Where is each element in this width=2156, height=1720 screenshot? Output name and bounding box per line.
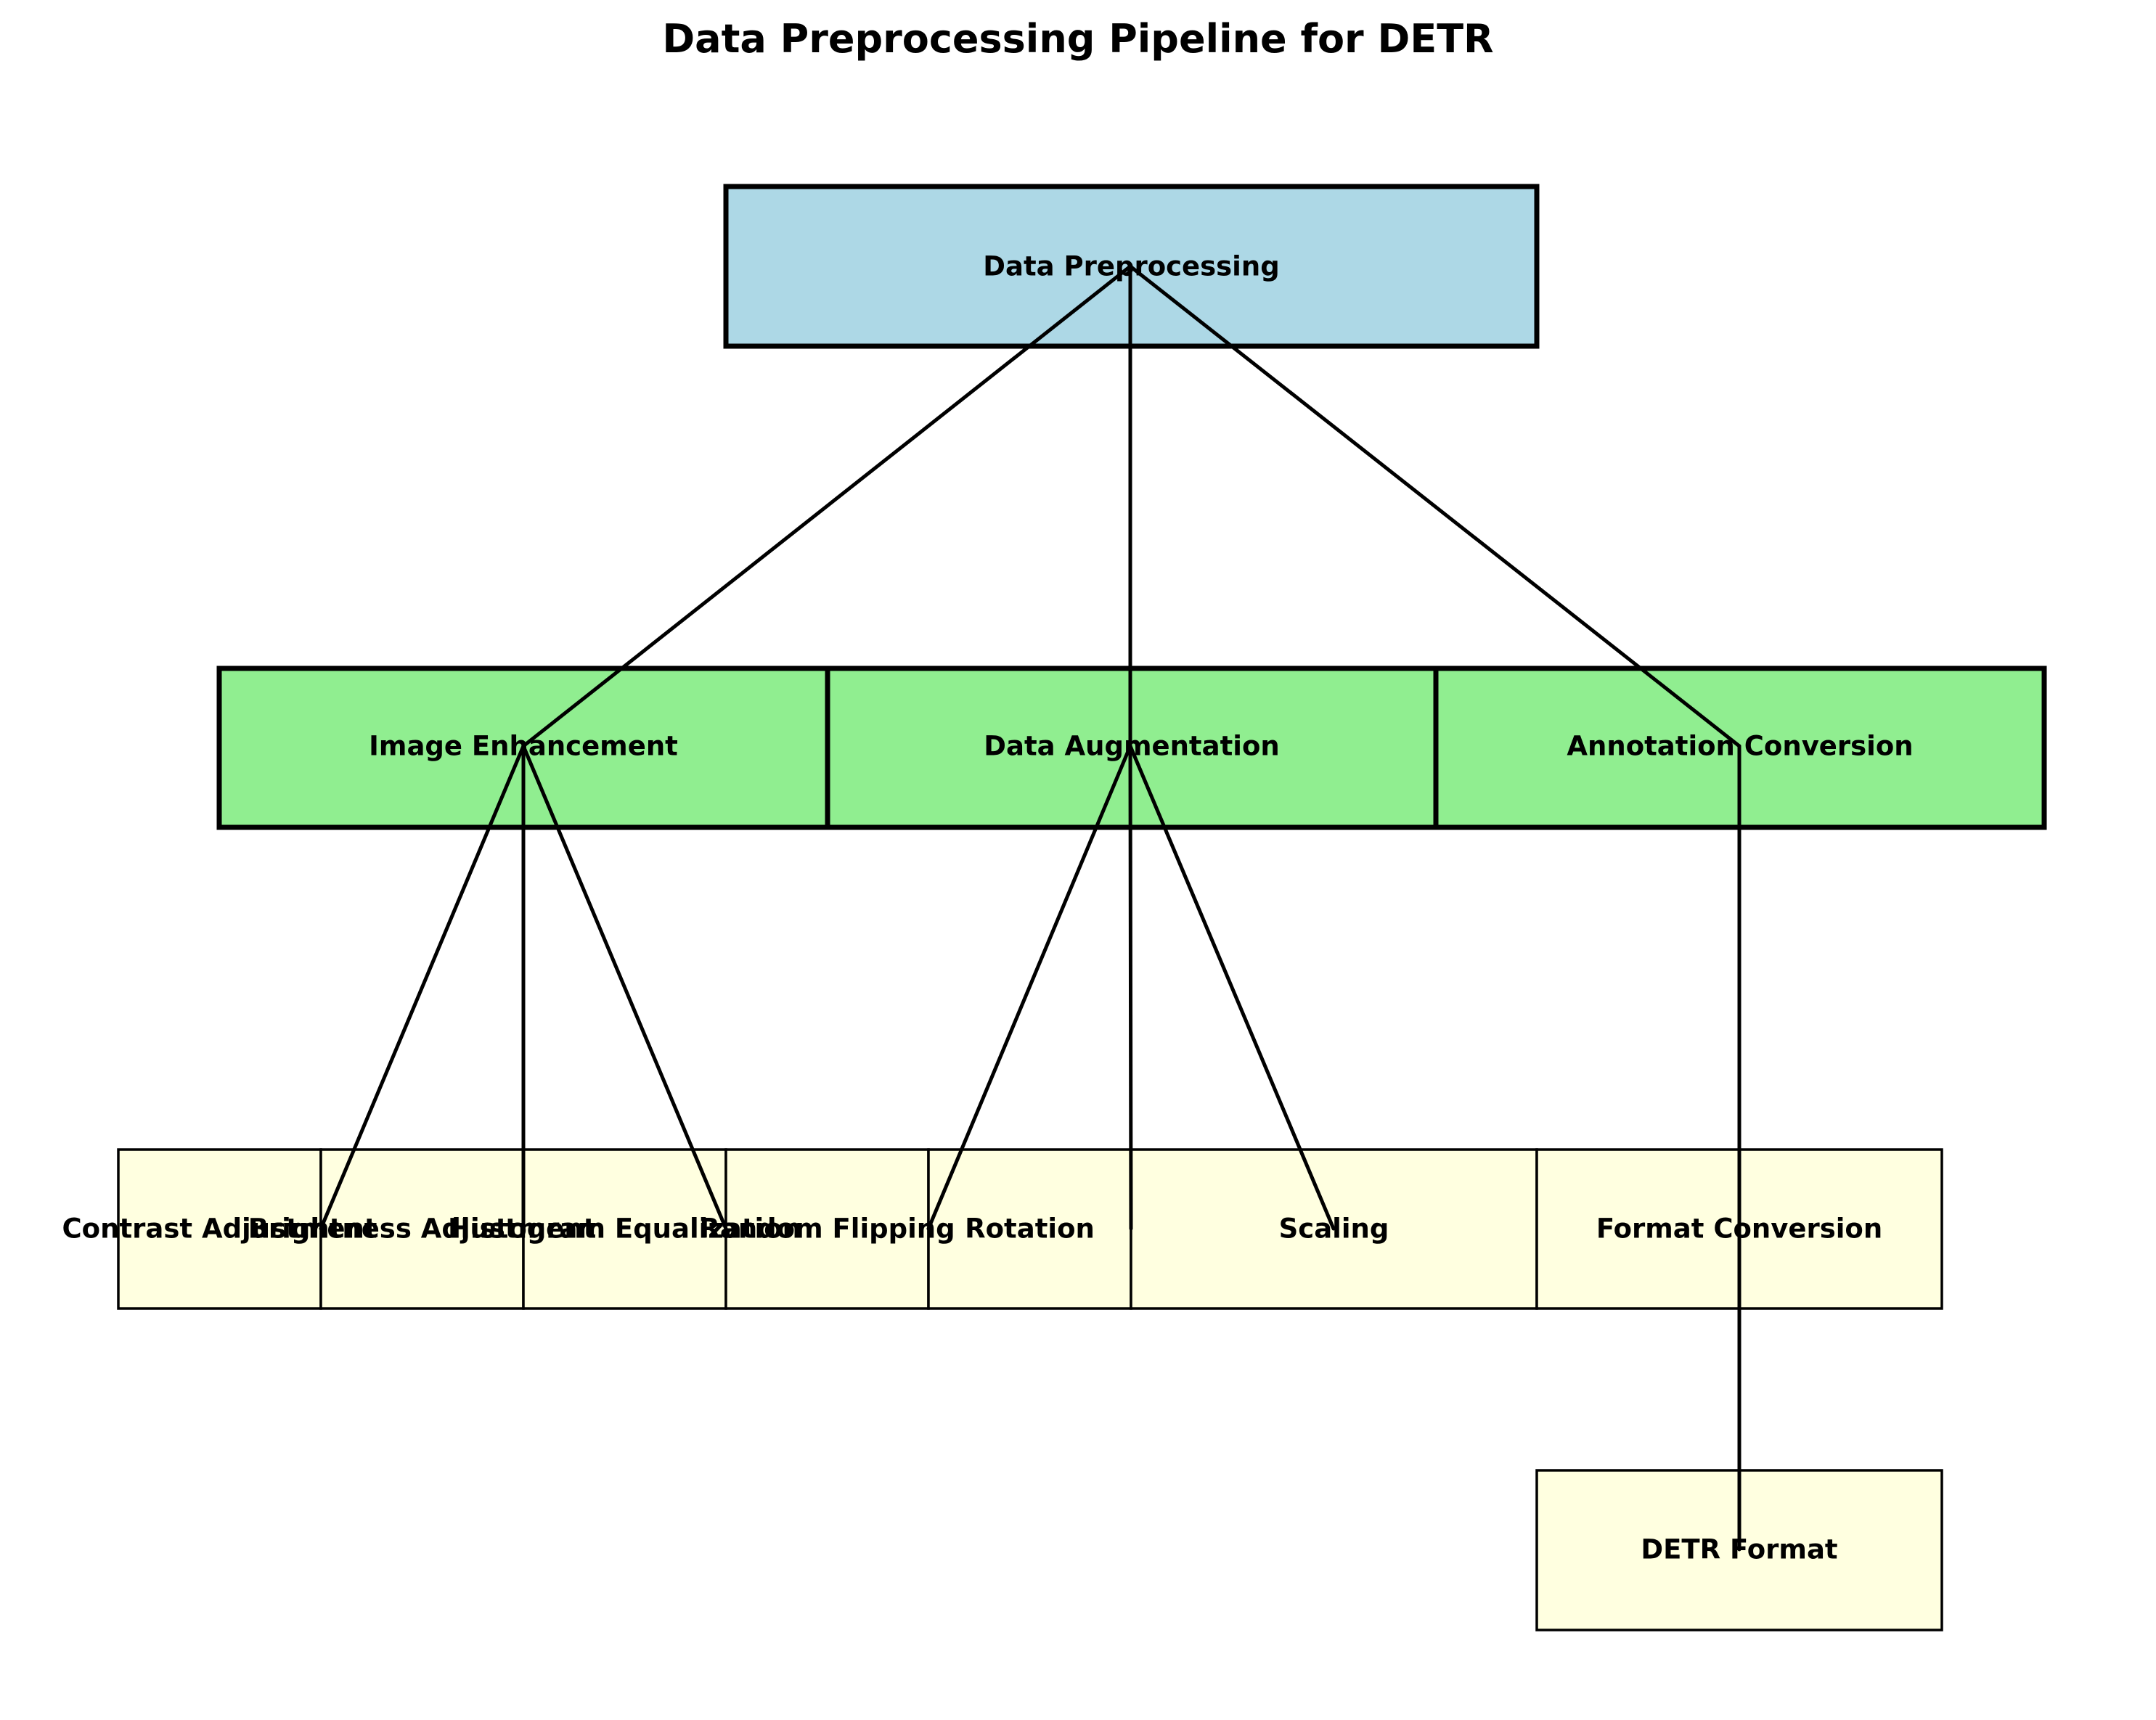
node-box-his [522,1148,727,1310]
node-label-his: Histogram Equalization [448,1213,801,1245]
edge-root-ann [1128,264,1741,748]
node-label-bri: Brightness Adjustment [248,1213,597,1245]
edge-root-enh [521,264,1132,748]
node-box-con [117,1148,322,1310]
edge-aug-rot [1128,744,1133,1231]
diagram-title: Data Preprocessing Pipeline for DETR [662,16,1493,62]
node-label-flp: Random Flipping [699,1213,955,1245]
edge-enh-his [521,744,728,1231]
edge-aug-flp [926,744,1132,1231]
node-box-bri [319,1148,525,1310]
edge-aug-scl [1128,744,1336,1231]
node-boxes [117,184,2047,1631]
node-label-rot: Rotation [965,1213,1095,1245]
edge-enh-con [319,744,526,1231]
connector-lines [319,264,1741,1552]
